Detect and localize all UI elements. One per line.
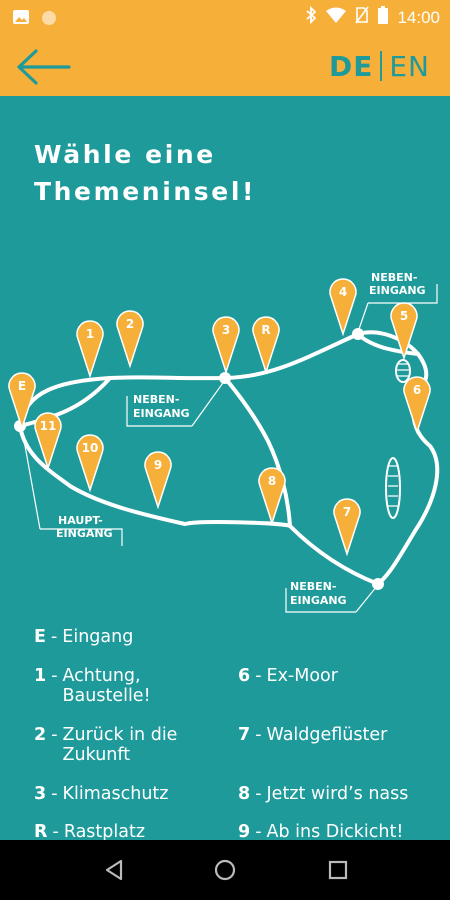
pin-marker-icon — [258, 467, 286, 526]
map-pin-e[interactable]: E — [8, 372, 36, 431]
pin-marker-icon — [116, 310, 144, 369]
legend-item-7: 7-Waldgeflüster — [238, 725, 388, 745]
pin-marker-icon — [34, 412, 62, 471]
triangle-back-icon — [105, 859, 123, 881]
circle-icon — [40, 9, 58, 31]
lang-de-button[interactable]: DE — [328, 49, 374, 83]
map-pin-6[interactable]: 6 — [403, 376, 431, 435]
map-pin-1[interactable]: 1 — [76, 320, 104, 379]
legend-item-1: 1-Achtung, Baustelle! — [34, 666, 151, 706]
pin-label: 9 — [154, 458, 162, 472]
map-pin-5[interactable]: 5 — [390, 302, 418, 361]
map-pin-2[interactable]: 2 — [116, 310, 144, 369]
legend-item-6: 6-Ex-Moor — [238, 666, 338, 686]
pin-label: 5 — [400, 309, 408, 323]
arrow-left-icon — [17, 49, 71, 85]
pin-label: 11 — [40, 419, 57, 433]
pin-label: 1 — [86, 327, 94, 341]
page-title: Wähle eine Themeninsel! — [34, 136, 256, 210]
pin-marker-icon — [76, 434, 104, 493]
pin-marker-icon — [333, 498, 361, 557]
map-pin-7[interactable]: 7 — [333, 498, 361, 557]
pin-label: 10 — [82, 441, 99, 455]
legend-item-e: E-Eingang — [34, 627, 134, 647]
lang-en-button[interactable]: EN — [389, 49, 430, 83]
status-bar: 14:00 — [0, 0, 450, 36]
map-pin-11[interactable]: 11 — [34, 412, 62, 471]
pin-label: 7 — [343, 505, 351, 519]
callout-neben-mid-line2: EINGANG — [133, 407, 190, 420]
map-pin-9[interactable]: 9 — [144, 451, 172, 510]
nav-home-button[interactable] — [213, 858, 237, 886]
map-pin-10[interactable]: 10 — [76, 434, 104, 493]
pin-marker-icon — [76, 320, 104, 379]
pin-marker-icon — [144, 451, 172, 510]
pin-marker-icon — [329, 278, 357, 337]
legend-item-3: 3-Klimaschutz — [34, 784, 169, 804]
legend-item-2: 2-Zurück in die Zukunft — [34, 725, 178, 765]
pin-label: R — [261, 323, 270, 337]
pin-marker-icon — [390, 302, 418, 361]
callout-neben-top-line1: NEBEN- — [371, 271, 417, 284]
page-title-line2: Themeninsel! — [34, 177, 256, 206]
legend-item-r: R-Rastplatz — [34, 822, 146, 840]
bluetooth-icon — [305, 5, 317, 29]
pin-label: E — [18, 379, 26, 393]
pin-marker-icon — [8, 372, 36, 431]
pin-label: 6 — [413, 383, 421, 397]
callout-neben-bottom-line1: NEBEN- — [290, 580, 336, 593]
legend-item-9: 9-Ab ins Dickicht! — [238, 822, 404, 840]
nav-back-button[interactable] — [102, 858, 126, 886]
pin-marker-icon — [252, 316, 280, 375]
pin-marker-icon — [212, 316, 240, 375]
language-switcher: DE EN — [329, 47, 430, 85]
callout-neben-mid-line1: NEBEN- — [133, 393, 179, 406]
map-pin-8[interactable]: 8 — [258, 467, 286, 526]
pin-label: 8 — [268, 474, 276, 488]
content-area: Wähle eine Themeninsel! — [0, 96, 450, 840]
map-pin-4[interactable]: 4 — [329, 278, 357, 337]
pin-label: 2 — [126, 317, 134, 331]
callout-neben-bottom-line2: EINGANG — [290, 594, 347, 607]
lang-divider — [380, 51, 383, 81]
legend-item-8: 8-Jetzt wird’s nass — [238, 784, 409, 804]
pin-label: 4 — [339, 285, 347, 299]
no-sim-icon — [355, 6, 370, 29]
map-pin-r[interactable]: R — [252, 316, 280, 375]
clock-time: 14:00 — [397, 7, 440, 27]
battery-icon — [378, 6, 389, 29]
app-bar: DE EN — [0, 36, 450, 96]
callout-haupt-line2: EINGANG — [56, 527, 113, 540]
page-title-line1: Wähle eine — [34, 140, 216, 169]
map-pins: 1 2 3 R 4 5E 6 11 10 9 8 7 — [8, 278, 431, 557]
pin-marker-icon — [403, 376, 431, 435]
nav-recents-button[interactable] — [326, 858, 350, 886]
square-recents-icon — [328, 860, 348, 880]
map-pin-3[interactable]: 3 — [212, 316, 240, 375]
wifi-icon — [326, 7, 347, 28]
system-nav-bar — [0, 840, 450, 900]
back-button[interactable] — [14, 48, 74, 86]
circle-home-icon — [214, 859, 236, 881]
park-map: NEBEN- EINGANG NEBEN- EINGANG HAUPT- EIN… — [8, 271, 440, 613]
callout-neben-top-line2: EINGANG — [369, 284, 426, 297]
pin-label: 3 — [222, 323, 230, 337]
callout-haupt-line1: HAUPT- — [58, 514, 103, 527]
image-icon — [12, 9, 30, 31]
